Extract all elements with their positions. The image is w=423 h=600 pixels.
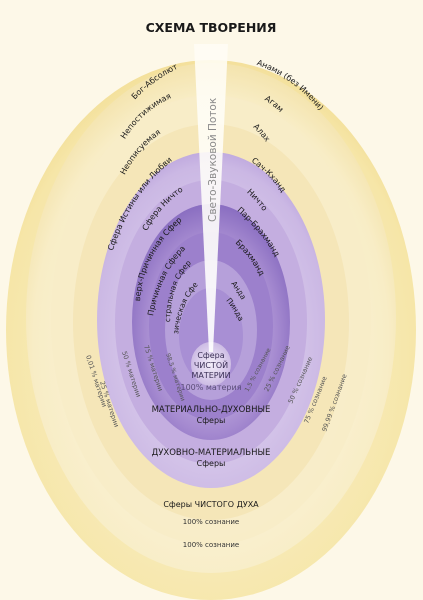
center-line-3: МАТЕРИИ [191, 371, 230, 380]
band-material-spiritual-sub: Сферы [197, 416, 226, 425]
band-consciousness-2: 100% сознание [183, 541, 239, 549]
diagram-title: СХЕМА ТВОРЕНИЯ [146, 20, 277, 35]
center-line-2: ЧИСТОЙ [194, 359, 228, 370]
band-spiritual-material: ДУХОВНО-МАТЕРИАЛЬНЫЕ [152, 448, 271, 458]
stream-label: Свето-Звуковой Поток [207, 98, 219, 222]
band-pure-spirit: Сферы ЧИСТОГО ДУХА [163, 500, 259, 509]
light-sound-stream [194, 44, 228, 352]
band-spiritual-material-sub: Сферы [197, 459, 226, 468]
center-line-4: 100% материя [180, 383, 241, 392]
center-line-1: Сфера [197, 351, 224, 360]
band-material-spiritual: МАТЕРИАЛЬНО-ДУХОВНЫЕ [152, 405, 271, 415]
sphere-pure-matter [191, 342, 231, 386]
band-consciousness-1: 100% сознание [183, 518, 239, 526]
